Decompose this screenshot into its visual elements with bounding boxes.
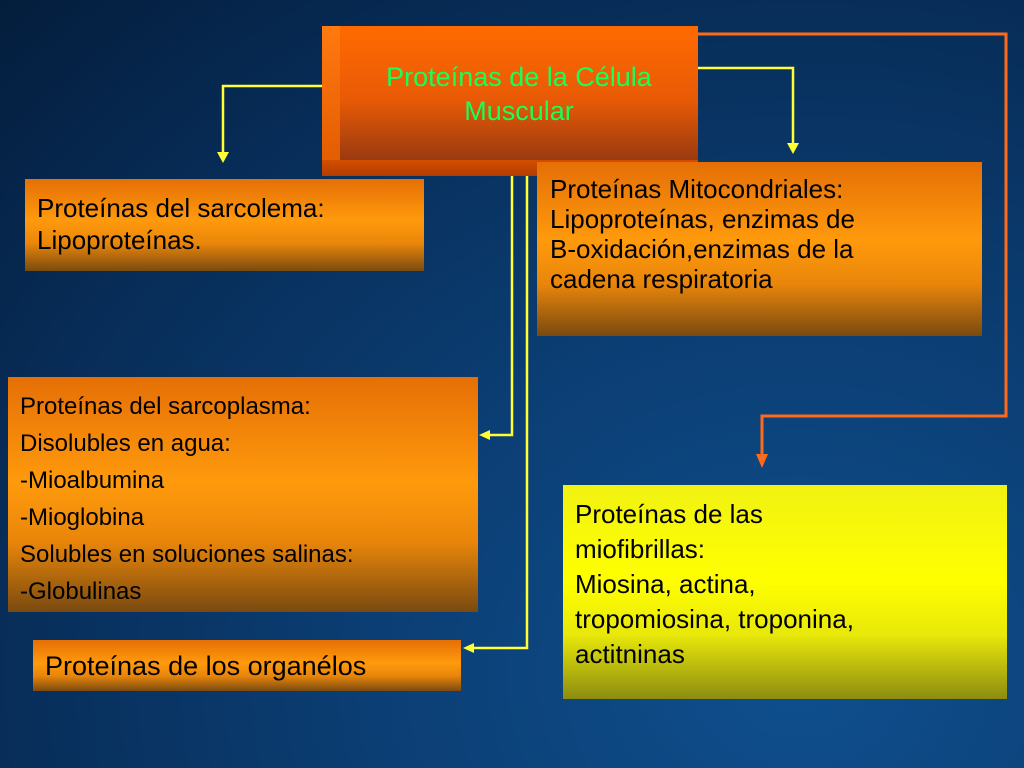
mitocondriales-line-4: cadena respiratoria	[550, 264, 773, 294]
mitocondriales-line-1: Proteínas Mitocondriales:	[550, 174, 844, 204]
sarcoplasma-line-5: Solubles en soluciones salinas:	[20, 541, 354, 568]
arrow-to-mitocondriales	[698, 66, 795, 150]
title-line-2: Muscular	[464, 96, 574, 126]
miofibrillas-line-4: tropomiosina, troponina,	[575, 604, 854, 634]
box-sarcolema: Proteínas del sarcolema: Lipoproteínas.	[25, 179, 424, 271]
title-box: Proteínas de la Célula Muscular	[322, 26, 698, 176]
sarcoplasma-line-3: -Mioalbumina	[20, 467, 165, 494]
arrowhead-mitocondriales	[787, 143, 799, 154]
title-text: Proteínas de la Célula Muscular	[340, 60, 698, 128]
arrow-to-miofibrillas	[698, 32, 1008, 458]
box-mitocondriales: Proteínas Mitocondriales: Lipoproteínas,…	[537, 162, 982, 336]
arrow-to-sarcolema	[221, 84, 323, 160]
miofibrillas-line-1: Proteínas de las	[575, 499, 763, 529]
mitocondriales-line-2: Lipoproteínas, enzimas de	[550, 204, 855, 234]
sarcoplasma-line-1: Proteínas del sarcoplasma:	[20, 393, 311, 420]
box-miofibrillas: Proteínas de las miofibrillas: Miosina, …	[563, 485, 1007, 699]
sarcoplasma-line-6: -Globulinas	[20, 578, 142, 605]
arrowhead-miofibrillas	[756, 454, 768, 468]
title-line-1: Proteínas de la Célula	[386, 62, 652, 92]
arrowhead-organelos	[463, 643, 474, 653]
arrowhead-sarcolema	[217, 152, 229, 163]
arrowhead-sarcoplasma	[479, 430, 490, 440]
miofibrillas-line-2: miofibrillas:	[575, 534, 706, 564]
sarcoplasma-line-2: Disolubles en agua:	[20, 430, 231, 457]
box-organelos: Proteínas de los organélos	[33, 640, 461, 691]
arrow-to-sarcoplasma	[482, 135, 514, 437]
miofibrillas-line-5: actitninas	[575, 639, 685, 669]
sarcoplasma-line-4: -Mioglobina	[20, 504, 145, 531]
arrow-to-organelos	[467, 135, 529, 650]
mitocondriales-line-3: B-oxidación,enzimas de la	[550, 234, 854, 264]
box-sarcoplasma: Proteínas del sarcoplasma: Disolubles en…	[8, 377, 478, 612]
miofibrillas-line-3: Miosina, actina,	[575, 569, 756, 599]
sarcolema-line-2: Lipoproteínas.	[37, 225, 202, 255]
sarcolema-line-1: Proteínas del sarcolema:	[37, 193, 325, 223]
organelos-line-1: Proteínas de los organélos	[45, 651, 367, 681]
